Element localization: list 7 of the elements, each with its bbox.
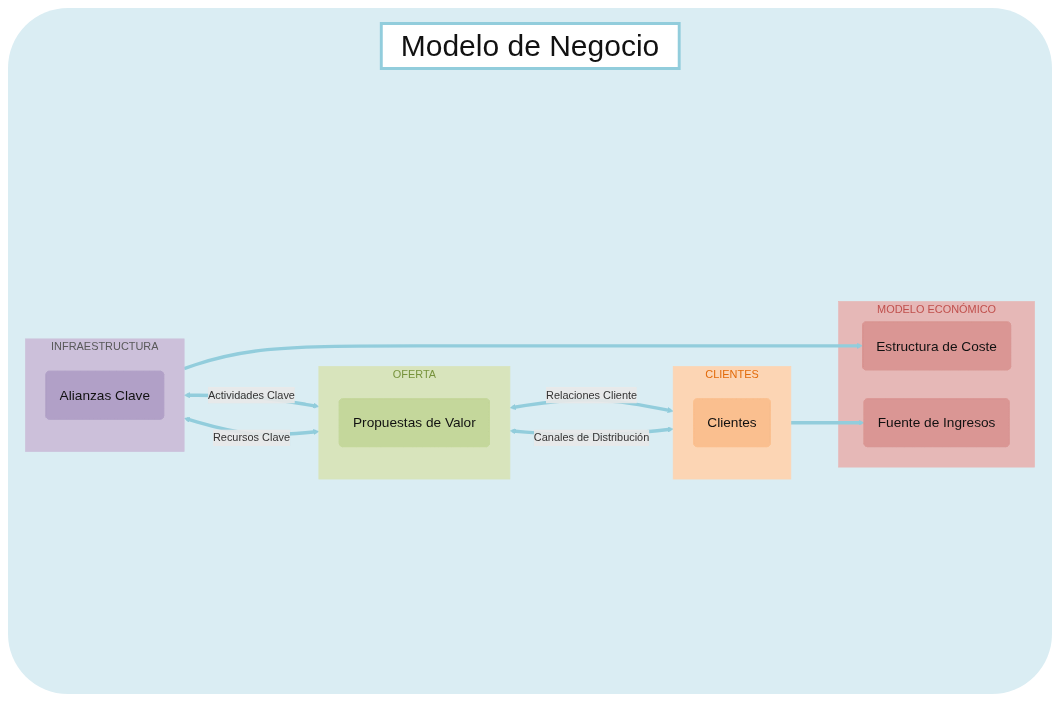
- edge-label: Canales de Distribución: [533, 431, 650, 443]
- edge-label: Relaciones Cliente: [545, 388, 638, 401]
- edge-label: Recursos Clave: [212, 431, 291, 443]
- arrow: [790, 419, 865, 426]
- title: Modelo de Negocio: [379, 22, 681, 70]
- arrow: [183, 342, 863, 370]
- edge-label: Actividades Clave: [208, 388, 295, 401]
